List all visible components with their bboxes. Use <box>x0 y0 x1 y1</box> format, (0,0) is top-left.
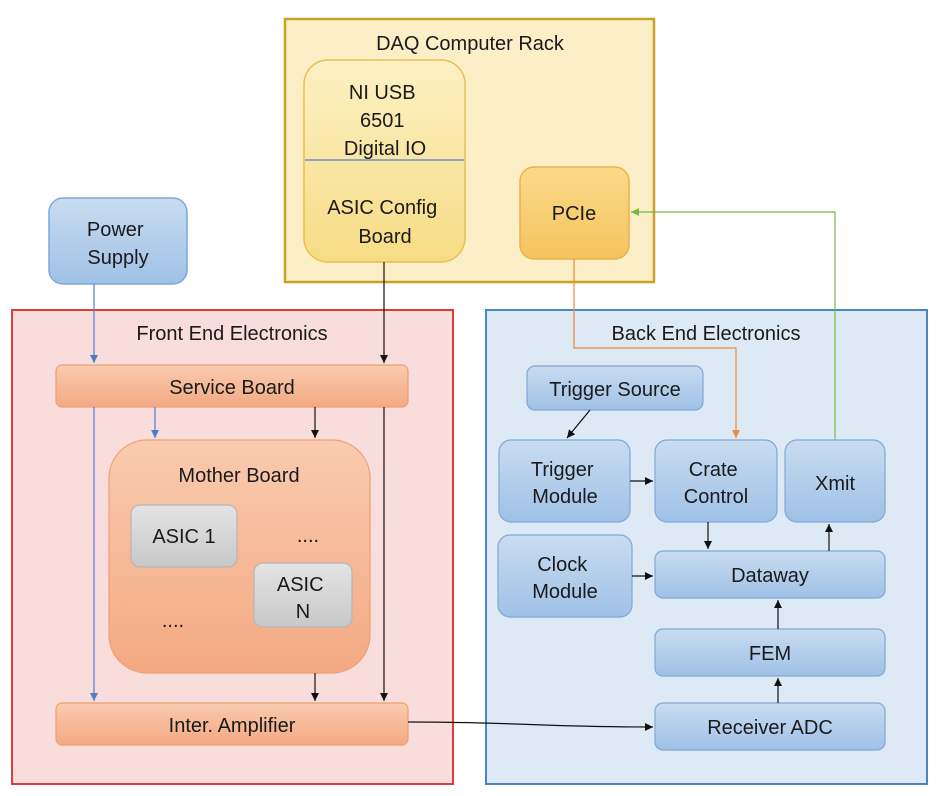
trigger-source-label: Trigger Source <box>549 379 681 401</box>
inter-amplifier-node: Inter. Amplifier <box>55 702 409 746</box>
asic-n-node: ASIC N <box>253 562 353 628</box>
fem-node: FEM <box>654 628 886 677</box>
receiver-adc-node: Receiver ADC <box>654 702 886 751</box>
power-supply-node: Power Supply <box>48 197 188 285</box>
arrow-pcie-to-crate-control <box>573 259 740 438</box>
inter-amplifier-label: Inter. Amplifier <box>169 715 296 737</box>
dataway-node: Dataway <box>654 550 886 599</box>
trigger-module-node: Trigger Module <box>498 439 631 523</box>
asic-1-node: ASIC 1 <box>130 504 238 568</box>
trigger-module-label: Trigger Module <box>531 459 599 508</box>
xmit-label: Xmit <box>815 473 855 495</box>
pcie-label: PCIe <box>552 203 596 225</box>
dataway-label: Dataway <box>731 565 809 587</box>
service-board-label: Service Board <box>169 377 295 399</box>
pcie-node: PCIe <box>519 166 630 260</box>
front-end-group-title: Front End Electronics <box>136 323 327 345</box>
mother-board-label: Mother Board <box>178 465 299 487</box>
daq-group-title: DAQ Computer Rack <box>376 33 565 55</box>
asic-ellipsis-bottom: .... <box>162 610 184 632</box>
arrow-trigger-source-to-trigger-module <box>566 409 591 439</box>
arrow-amplifier-to-receiver-adc <box>407 721 654 731</box>
ni-usb-label: NI USB 6501 Digital IO <box>344 82 426 160</box>
fem-label: FEM <box>749 643 791 665</box>
xmit-node: Xmit <box>784 439 886 523</box>
trigger-source-node: Trigger Source <box>526 365 704 411</box>
asic-ellipsis-top: .... <box>297 525 319 547</box>
crate-control-node: Crate Control <box>654 439 778 523</box>
crate-control-label: Crate Control <box>684 459 748 508</box>
back-end-group-title: Back End Electronics <box>612 323 801 345</box>
arrow-xmit-to-pcie <box>631 208 836 440</box>
receiver-adc-label: Receiver ADC <box>707 717 833 739</box>
clock-module-node: Clock Module <box>497 534 633 618</box>
clock-module-label: Clock Module <box>532 554 598 603</box>
asic-1-label: ASIC 1 <box>152 526 215 548</box>
asic-config-board-label: ASIC Config Board <box>327 197 443 248</box>
asic-n-label: ASIC N <box>277 574 329 623</box>
power-supply-label: Power Supply <box>87 219 149 269</box>
service-board-node: Service Board <box>55 364 409 408</box>
ni-usb-asic-config-node: NI USB 6501 Digital IO ASIC Config Board <box>303 59 466 263</box>
